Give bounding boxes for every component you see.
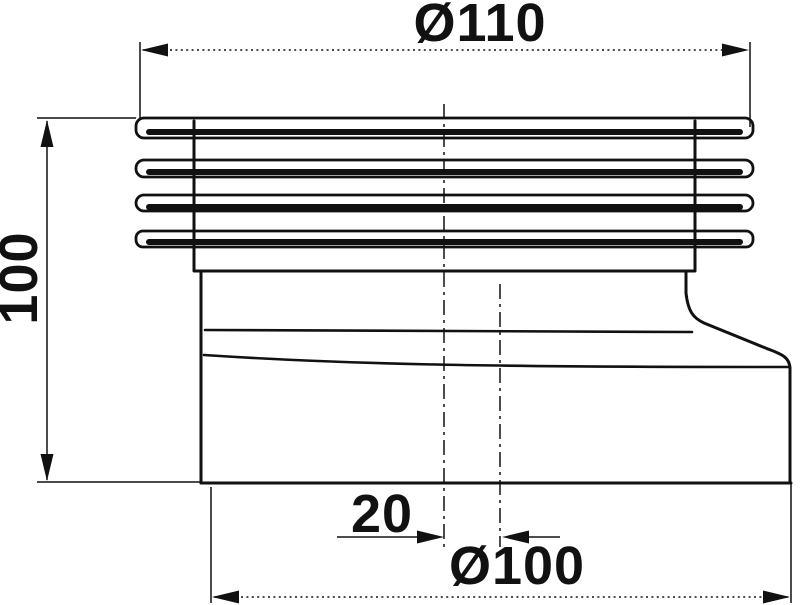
dim-label-bottom-diameter: Ø100 xyxy=(448,536,586,596)
connector-body xyxy=(199,270,793,485)
dimension-top-diameter xyxy=(139,42,751,127)
arrowhead-down xyxy=(40,454,54,481)
arrowhead-up xyxy=(40,120,54,147)
arrowhead-left xyxy=(212,590,239,604)
arrowhead-left xyxy=(141,43,168,57)
dim-label-left-height: 100 xyxy=(0,231,49,325)
centerlines xyxy=(443,104,501,547)
arrowhead-right xyxy=(763,590,790,604)
dimension-left-height xyxy=(37,117,201,483)
arrowhead-left xyxy=(502,530,529,544)
dimension-bottom-diameter xyxy=(210,483,792,604)
dimension-offset xyxy=(337,530,560,544)
dim-label-top-diameter: Ø110 xyxy=(413,0,547,53)
dim-label-center-offset: 20 xyxy=(350,484,414,544)
part-outline xyxy=(134,116,793,485)
arrowhead-right xyxy=(417,530,444,544)
arrowhead-right xyxy=(722,43,749,57)
